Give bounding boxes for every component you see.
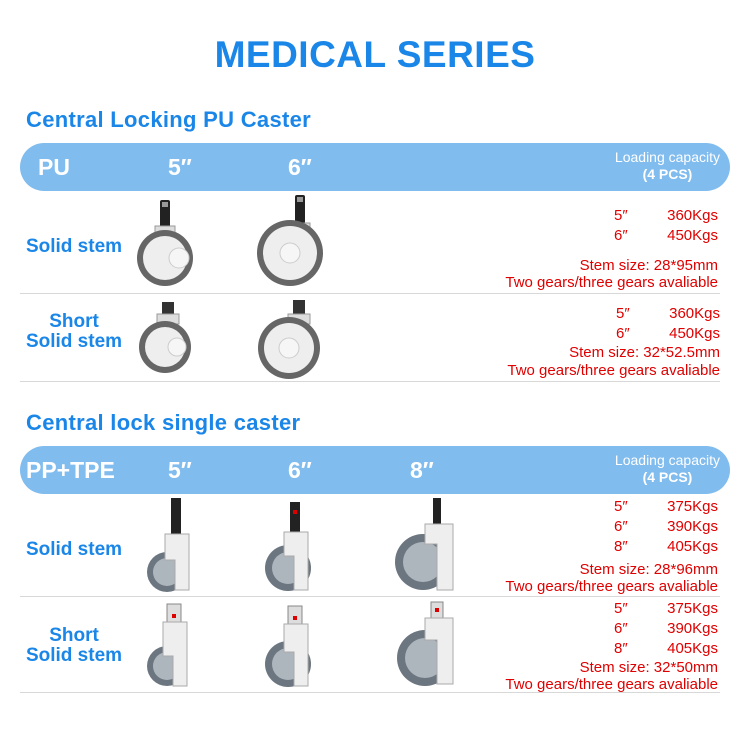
size: 8″	[614, 538, 628, 555]
capacity-row: 6″ 390Kgs	[505, 517, 718, 537]
material-label: PU	[38, 154, 70, 180]
load: 360Kgs	[667, 207, 718, 224]
load: 360Kgs	[669, 305, 720, 322]
divider	[20, 293, 720, 294]
load: 375Kgs	[667, 600, 718, 617]
capacity-row: 8″ 405Kgs	[505, 537, 718, 557]
size-label-6: 6″	[288, 457, 312, 483]
size: 5″	[616, 305, 630, 322]
divider	[20, 596, 720, 597]
single-caster-6-short-image	[265, 605, 311, 687]
loading-capacity-label: Loading capacity(4 PCS)	[615, 149, 720, 183]
size: 5″	[614, 207, 628, 224]
spec-block: 5″ 375Kgs 6″ 390Kgs 8″ 405Kgs Stem size: 32…	[505, 599, 718, 693]
size-label-5: 5″	[168, 457, 192, 483]
size: 6″	[614, 518, 628, 535]
single-caster-5-solid-image	[147, 498, 190, 592]
load: 390Kgs	[667, 620, 718, 637]
pu-caster-5-short-image	[139, 302, 191, 373]
gears-note: Two gears/three gears avaliable	[507, 362, 720, 379]
section-heading-pu: Central Locking PU Caster	[26, 107, 312, 132]
load: 390Kgs	[667, 518, 718, 535]
size-label-5: 5″	[168, 154, 192, 180]
pu-caster-6-short-image	[258, 300, 320, 379]
capacity-row: 6″ 450Kgs	[505, 226, 718, 246]
row-label-text: Short	[49, 625, 99, 646]
pu-caster-6-solid-image	[257, 195, 323, 286]
header-bar-single: PP+TPE 5″ 6″ 8″ Loading capacity(4 PCS)	[20, 446, 730, 494]
capacity-note: (4 PCS)	[642, 469, 693, 485]
capacity-label: Loading capacity	[614, 452, 720, 468]
spec-block: 5″ 375Kgs 6″ 390Kgs 8″ 405Kgs Stem size: 28…	[505, 497, 718, 595]
gears-note: Two gears/three gears avaliable	[505, 578, 718, 595]
row-label-text: Short	[49, 311, 99, 332]
capacity-row: 8″ 405Kgs	[505, 639, 718, 659]
row-label: Solid stem	[18, 237, 130, 257]
size-label-8: 8″	[410, 457, 434, 483]
capacity-row: 5″ 375Kgs	[505, 497, 718, 517]
divider	[20, 692, 720, 693]
gears-note: Two gears/three gears avaliable	[505, 676, 718, 693]
row-label: Solid stem	[18, 540, 130, 560]
capacity-note: (4 PCS)	[642, 166, 693, 182]
spec-block: 5″ 360Kgs 6″ 450Kgs Stem size: 28*95mm Two…	[505, 206, 718, 291]
load: 450Kgs	[669, 325, 720, 342]
spec-block: 5″ 360Kgs 6″ 450Kgs Stem size: 32*52.5mm T…	[507, 304, 720, 379]
pu-caster-5-solid-image	[137, 200, 193, 286]
capacity-row: 5″ 360Kgs	[505, 206, 718, 226]
section-heading-single: Central lock single caster	[26, 410, 301, 435]
load: 375Kgs	[667, 498, 718, 515]
single-caster-6-solid-image	[265, 502, 311, 591]
size-label-6: 6″	[288, 154, 312, 180]
material-label: PP+TPE	[26, 457, 115, 483]
load: 405Kgs	[667, 538, 718, 555]
load: 405Kgs	[667, 640, 718, 657]
size: 6″	[616, 325, 630, 342]
size: 5″	[614, 600, 628, 617]
gears-note: Two gears/three gears avaliable	[505, 274, 718, 291]
row-label-text: Solid stem	[25, 236, 123, 257]
row-label-text: Solid stem	[25, 539, 123, 560]
row-label-text: Solid stem	[25, 331, 123, 352]
size: 6″	[614, 620, 628, 637]
size: 8″	[614, 640, 628, 657]
divider	[20, 381, 720, 382]
loading-capacity-label: Loading capacity(4 PCS)	[615, 452, 720, 486]
size: 6″	[614, 227, 628, 244]
stem-size: Stem size: 32*50mm	[579, 659, 718, 676]
capacity-label: Loading capacity	[614, 149, 720, 165]
capacity-row: 6″ 450Kgs	[507, 324, 720, 344]
stem-size: Stem size: 32*52.5mm	[569, 344, 720, 361]
row-label-text: Solid stem	[25, 645, 123, 666]
capacity-row: 5″ 360Kgs	[507, 304, 720, 324]
single-caster-5-short-image	[147, 603, 188, 687]
single-caster-8-solid-image	[395, 498, 454, 591]
capacity-row: 6″ 390Kgs	[505, 619, 718, 639]
stem-size: Stem size: 28*96mm	[579, 561, 718, 578]
header-bar-pu: PU 5″ 6″ Loading capacity(4 PCS)	[20, 143, 730, 191]
size: 5″	[614, 498, 628, 515]
single-caster-8-short-image	[397, 601, 454, 686]
load: 450Kgs	[667, 227, 718, 244]
page-title: MEDICAL SERIES	[214, 34, 536, 75]
capacity-row: 5″ 375Kgs	[505, 599, 718, 619]
stem-size: Stem size: 28*95mm	[579, 257, 718, 274]
